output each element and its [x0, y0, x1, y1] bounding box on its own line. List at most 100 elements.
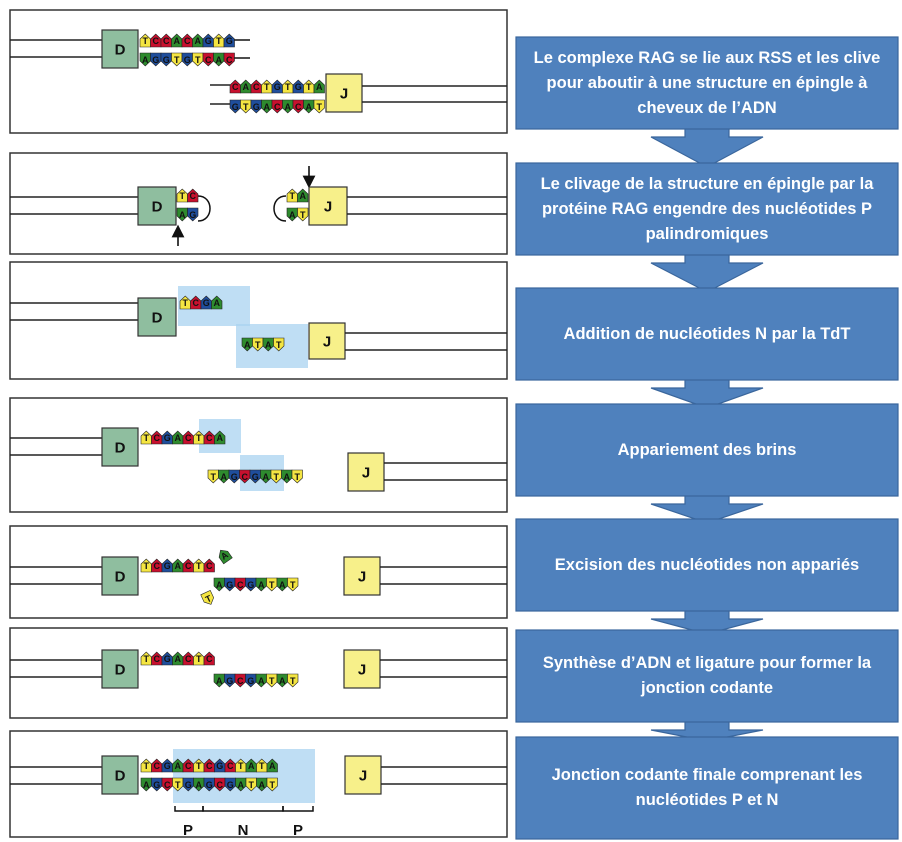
nucleotide-label: C [185, 561, 192, 571]
hairpin-loop-d [197, 195, 211, 222]
nucleotide-label: C [227, 761, 234, 771]
nucleotide-G [223, 33, 235, 48]
nucleotide-A [282, 99, 294, 114]
nucleotide-T [245, 777, 257, 792]
nucleotide-label: T [144, 561, 150, 571]
nucleotide-label: G [216, 761, 223, 771]
nucleotide-label: T [144, 654, 150, 664]
nucleotide-label: G [295, 82, 302, 92]
nucleotide-label: G [163, 55, 170, 65]
nucleotide-label: T [255, 340, 261, 350]
step-box-3 [515, 287, 899, 381]
nucleotide-label: A [279, 676, 286, 686]
nucleotide-C [151, 558, 163, 573]
nucleotide-label: C [153, 36, 160, 46]
nucleotide-label: G [253, 102, 260, 112]
nucleotide-A [192, 33, 204, 48]
nucleotide-A [235, 777, 247, 792]
nucleotide-label: C [185, 761, 192, 771]
nucleotide-G [181, 52, 193, 67]
nucleotide-A [218, 469, 230, 484]
nucleotide-G [150, 52, 162, 67]
nucleotide-label: C [185, 433, 192, 443]
d-segment-label: D [115, 42, 126, 59]
nucleotide-A [172, 758, 184, 773]
nucleotide-A [213, 673, 225, 688]
nucleotide-A [297, 188, 309, 203]
nucleotide-A [211, 295, 223, 310]
nucleotide-label: G [247, 580, 254, 590]
nucleotide-A [218, 549, 233, 565]
d-segment-label: D [115, 569, 126, 586]
nucleotide-A [139, 52, 151, 67]
nucleotide-label: G [227, 780, 234, 790]
nucleotide-C [150, 33, 162, 48]
nucleotide-label: C [154, 561, 161, 571]
nucleotide-label: G [231, 472, 238, 482]
nucleotide-T [261, 79, 273, 94]
nucleotide-label: A [284, 472, 291, 482]
nucleotide-label: A [316, 82, 323, 92]
step-label-synthesis: Synthèse d’ADN et ligature pour former l… [542, 654, 872, 697]
nucleotide-A [172, 651, 184, 666]
nucleotide-label: G [164, 654, 171, 664]
nucleotide-G [161, 758, 173, 773]
nucleotide-G [202, 33, 214, 48]
d-segment-label: D [115, 440, 126, 457]
nucleotide-label: G [164, 561, 171, 571]
nucleotide-A [140, 777, 152, 792]
step-label-final-junction: Jonction codante finale comprenant les n… [551, 766, 863, 809]
nucleotide-label: G [274, 82, 281, 92]
nucleotide-label: T [204, 593, 214, 605]
d-segment-box [101, 556, 139, 596]
nucleotide-label: T [143, 36, 149, 46]
nucleotide-C [229, 79, 241, 94]
nucleotide-label: T [196, 561, 202, 571]
nucleotide-A [286, 207, 298, 222]
nucleotide-label: A [258, 676, 265, 686]
nucleotide-A [245, 758, 257, 773]
nucleotide-A [262, 337, 274, 352]
nucleotide-label: A [221, 472, 228, 482]
nucleotide-C [151, 430, 163, 445]
d-segment-box [101, 649, 139, 689]
nucleotide-C [223, 52, 235, 67]
panel-frame-5 [9, 525, 508, 619]
nucleotide-G [160, 52, 172, 67]
nucleotide-T [207, 469, 219, 484]
nucleotide-label: G [205, 36, 212, 46]
nucleotide-label: T [175, 780, 181, 790]
nucleotide-label: A [248, 761, 255, 771]
d-segment-box [101, 29, 139, 69]
nucleotide-label: C [154, 654, 161, 664]
nucleotide-label: T [259, 761, 265, 771]
nucleotide-A [255, 673, 267, 688]
nucleotide-label: A [196, 780, 203, 790]
nucleotide-label: T [274, 472, 280, 482]
nucleotide-T [235, 758, 247, 773]
nucleotide-A [260, 469, 272, 484]
j-segment-box [347, 452, 385, 492]
nucleotide-T [176, 188, 188, 203]
nucleotide-label: T [269, 580, 275, 590]
nucleotide-A [241, 337, 253, 352]
nucleotide-label: G [206, 780, 213, 790]
nucleotide-label: T [317, 102, 323, 112]
nucleotide-label: A [195, 36, 202, 46]
j-segment-label: J [323, 334, 331, 351]
nucleotide-label: G [153, 780, 160, 790]
nucleotide-label: C [253, 82, 260, 92]
nucleotide-A [303, 99, 315, 114]
nucleotide-T [282, 79, 294, 94]
hairpin-loop-j [273, 195, 287, 222]
j-segment-box [343, 556, 381, 596]
j-segment-label: J [358, 569, 366, 586]
nucleotide-C [182, 430, 194, 445]
nucleotide-label: T [195, 55, 201, 65]
step-label-excision: Excision des nucléotides non appariés [554, 555, 860, 574]
nucleotide-C [160, 33, 172, 48]
nucleotide-G [187, 207, 199, 222]
